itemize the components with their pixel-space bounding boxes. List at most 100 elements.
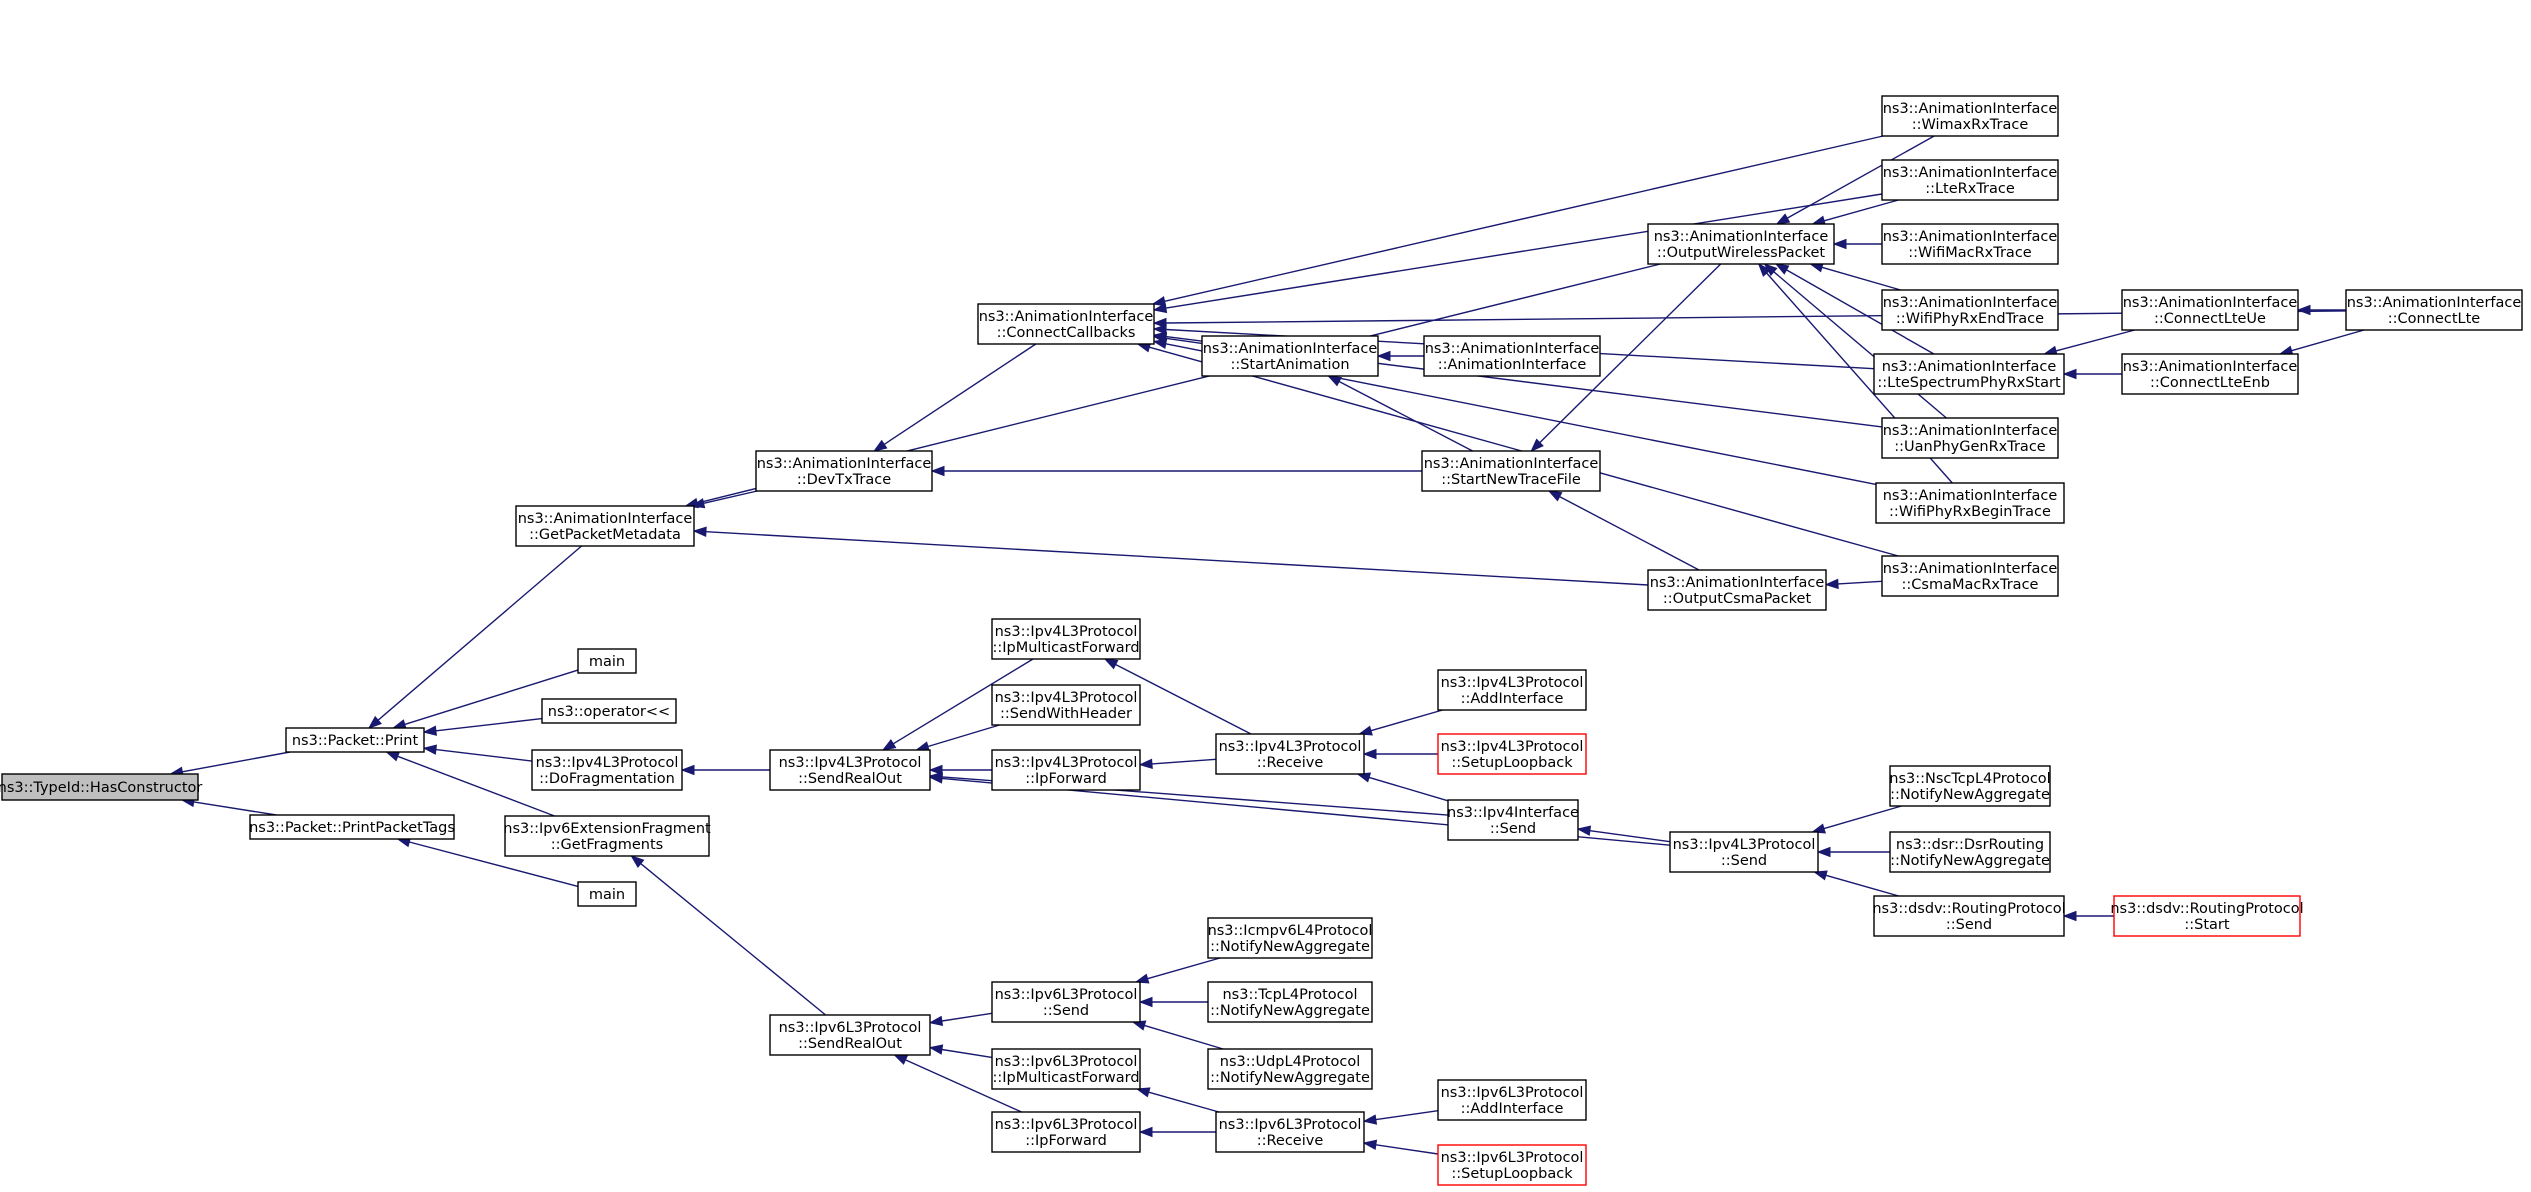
- node-get-packet-metadata[interactable]: ns3::AnimationInterface::GetPacketMetada…: [515, 505, 695, 547]
- arrowhead-icon: [928, 1015, 944, 1027]
- node-label-line: ns3::Ipv4L3Protocol: [1673, 837, 1816, 853]
- node-ipv4-dofrag[interactable]: ns3::Ipv4L3Protocol::DoFragmentation: [531, 749, 683, 791]
- edge-line: [1786, 135, 1935, 219]
- node-ipv4-sendwithheader[interactable]: ns3::Ipv4L3Protocol::SendWithHeader: [991, 684, 1141, 726]
- node-dsdv-send[interactable]: ns3::dsdv::RoutingProtocol::Send: [1872, 895, 2066, 937]
- node-lte-rx[interactable]: ns3::AnimationInterface::LteRxTrace: [1881, 159, 2059, 201]
- node-icmpv6[interactable]: ns3::Icmpv6L4Protocol::NotifyNewAggregat…: [1207, 917, 1373, 959]
- arrowhead-icon: [873, 439, 888, 452]
- node-root[interactable]: ns3::TypeId::HasConstructor: [0, 773, 202, 801]
- node-dsdv-start[interactable]: ns3::dsdv::RoutingProtocol::Start: [2110, 895, 2304, 937]
- node-box: [1647, 223, 1835, 265]
- node-connect-lte-ue[interactable]: ns3::AnimationInterface::ConnectLteUe: [2121, 289, 2299, 331]
- node-ipv6-send[interactable]: ns3::Ipv6L3Protocol::Send: [991, 981, 1141, 1023]
- node-label-line: ::Send: [1946, 917, 1992, 933]
- arrowhead-icon: [1152, 317, 1167, 329]
- node-ipv4-send[interactable]: ns3::Ipv4L3Protocol::Send: [1669, 831, 1819, 873]
- node-ipv4-setuploopback[interactable]: ns3::Ipv4L3Protocol::SetupLoopback: [1437, 733, 1587, 775]
- node-label-line: ns3::AnimationInterface: [1650, 575, 1825, 591]
- arrowhead-icon: [1362, 1114, 1378, 1125]
- node-devtx[interactable]: ns3::AnimationInterface::DevTxTrace: [755, 450, 933, 492]
- node-nsctcp[interactable]: ns3::NscTcpL4Protocol::NotifyNewAggregat…: [1889, 765, 2051, 807]
- edge-output_csma-to-get_packet_metadata: [692, 526, 1649, 586]
- node-box: [1881, 159, 2059, 201]
- node-ltespectrum-rx[interactable]: ns3::AnimationInterface::LteSpectrumPhyR…: [1873, 353, 2065, 395]
- node-label-line: ns3::AnimationInterface: [1883, 488, 2058, 504]
- edge-line: [892, 658, 1034, 745]
- node-label-line: ::WifiMacRxTrace: [1908, 245, 2032, 261]
- arrowhead-icon: [1327, 375, 1342, 387]
- node-csmamac-rx[interactable]: ns3::AnimationInterface::CsmaMacRxTrace: [1881, 555, 2059, 597]
- node-wifiphy-rxbegin[interactable]: ns3::AnimationInterface::WifiPhyRxBeginT…: [1875, 482, 2065, 524]
- node-box: [991, 981, 1141, 1023]
- node-main2[interactable]: main: [577, 881, 637, 907]
- node-udpl4[interactable]: ns3::UdpL4Protocol::NotifyNewAggregate: [1207, 1048, 1373, 1090]
- node-box: [541, 698, 677, 724]
- node-label-line: ns3::Ipv4L3Protocol: [536, 755, 679, 771]
- node-start-animation[interactable]: ns3::AnimationInterface::StartAnimation: [1201, 335, 1379, 377]
- node-label-line: ::SendWithHeader: [1000, 706, 1132, 722]
- node-ipv6-ipmulticast[interactable]: ns3::Ipv6L3Protocol::IpMulticastForward: [991, 1048, 1141, 1090]
- node-box: [515, 505, 695, 547]
- node-ipv4iface-send[interactable]: ns3::Ipv4Interface::Send: [1447, 799, 1579, 841]
- node-connect-lte-enb[interactable]: ns3::AnimationInterface::ConnectLteEnb: [2121, 353, 2299, 395]
- node-packet-print[interactable]: ns3::Packet::Print: [285, 727, 425, 753]
- node-main1[interactable]: main: [577, 648, 637, 674]
- node-ipv4-ipmulticast[interactable]: ns3::Ipv4L3Protocol::IpMulticastForward: [991, 618, 1141, 660]
- node-ipv4-receive[interactable]: ns3::Ipv4L3Protocol::Receive: [1215, 733, 1365, 775]
- edge-dsdv_start-to-dsdv_send: [2062, 910, 2114, 922]
- node-box: [1201, 335, 1379, 377]
- node-packet-printtags[interactable]: ns3::Packet::PrintPacketTags: [249, 814, 455, 840]
- node-wifiphy-rxend[interactable]: ns3::AnimationInterface::WifiPhyRxEndTra…: [1881, 289, 2059, 331]
- node-anim-ctor[interactable]: ns3::AnimationInterface::AnimationInterf…: [1423, 335, 1601, 377]
- node-wifimac-rx[interactable]: ns3::AnimationInterface::WifiMacRxTrace: [1881, 223, 2059, 265]
- node-box: [1889, 831, 2051, 873]
- node-box: [1437, 669, 1587, 711]
- node-ipv6-setuploopback[interactable]: ns3::Ipv6L3Protocol::SetupLoopback: [1437, 1144, 1587, 1186]
- node-ipv6ext-getfrag[interactable]: ns3::Ipv6ExtensionFragment::GetFragments: [503, 815, 711, 857]
- edge-main2-to-packet_printtags: [396, 837, 579, 888]
- edge-wifimac_rx-to-output_wireless: [1832, 238, 1882, 250]
- node-box: [755, 450, 933, 492]
- node-ipv6-sendrealout[interactable]: ns3::Ipv6L3Protocol::SendRealOut: [769, 1014, 931, 1056]
- edge-ipv4_ipmulticast-to-ipv4_sendrealout: [881, 658, 1034, 751]
- node-wimax-rx[interactable]: ns3::AnimationInterface::WimaxRxTrace: [1881, 95, 2059, 137]
- node-label-line: ns3::AnimationInterface: [1883, 165, 2058, 181]
- arrowhead-icon: [1774, 263, 1790, 275]
- node-ipv6-ipforward[interactable]: ns3::Ipv6L3Protocol::IpForward: [991, 1111, 1141, 1153]
- edge-line: [1825, 874, 1899, 897]
- node-operator-ll[interactable]: ns3::operator<<: [541, 698, 677, 724]
- edge-wifiphy_rxend-to-output_wireless: [1809, 262, 1901, 291]
- node-dsr[interactable]: ns3::dsr::DsrRouting::NotifyNewAggregate: [1889, 831, 2051, 873]
- edge-ipv4_ipforward-to-ipv4_sendrealout: [928, 764, 992, 776]
- arrowhead-icon: [422, 744, 437, 755]
- edge-line: [1370, 709, 1443, 732]
- node-output-wireless[interactable]: ns3::AnimationInterface::OutputWirelessP…: [1647, 223, 1835, 265]
- arrowhead-icon: [1530, 438, 1544, 452]
- node-label-line: ::ConnectLteEnb: [2150, 375, 2270, 391]
- arrowhead-icon: [1816, 846, 1831, 858]
- node-tcpl4[interactable]: ns3::TcpL4Protocol::NotifyNewAggregate: [1207, 981, 1373, 1023]
- node-connect-callbacks[interactable]: ns3::AnimationInterface::ConnectCallback…: [977, 303, 1155, 345]
- edge-ipv4_setuploopback-to-ipv4_receive: [1362, 748, 1438, 760]
- edge-ipv6_ipmulticast-to-ipv6_sendrealout: [928, 1044, 993, 1059]
- arrowhead-icon: [1152, 338, 1168, 350]
- node-ipv4-sendrealout[interactable]: ns3::Ipv4L3Protocol::SendRealOut: [769, 749, 931, 791]
- node-ipv6-receive[interactable]: ns3::Ipv6L3Protocol::Receive: [1215, 1111, 1365, 1153]
- node-start-new-trace[interactable]: ns3::AnimationInterface::StartNewTraceFi…: [1421, 450, 1601, 492]
- node-label-line: ::WifiPhyRxBeginTrace: [1889, 504, 2051, 520]
- node-label-line: ::NotifyNewAggregate: [1210, 1070, 1370, 1086]
- node-connect-lte[interactable]: ns3::AnimationInterface::ConnectLte: [2345, 289, 2523, 331]
- node-ipv4-addinterface[interactable]: ns3::Ipv4L3Protocol::AddInterface: [1437, 669, 1587, 711]
- node-label-line: ns3::AnimationInterface: [2123, 295, 2298, 311]
- node-ipv4-ipforward[interactable]: ns3::Ipv4L3Protocol::IpForward: [991, 749, 1141, 791]
- arrowhead-icon: [1362, 748, 1377, 760]
- node-output-csma[interactable]: ns3::AnimationInterface::OutputCsmaPacke…: [1647, 569, 1827, 611]
- edge-ipv4_addinterface-to-ipv4_receive: [1358, 709, 1443, 736]
- node-uanphy-gen[interactable]: ns3::AnimationInterface::UanPhyGenRxTrac…: [1881, 417, 2059, 459]
- node-label-line: ::DevTxTrace: [797, 472, 891, 488]
- edge-line: [1165, 193, 1883, 309]
- node-ipv6-addinterface[interactable]: ns3::Ipv6L3Protocol::AddInterface: [1437, 1079, 1587, 1121]
- node-box: [1447, 799, 1579, 841]
- edge-line: [1589, 830, 1671, 843]
